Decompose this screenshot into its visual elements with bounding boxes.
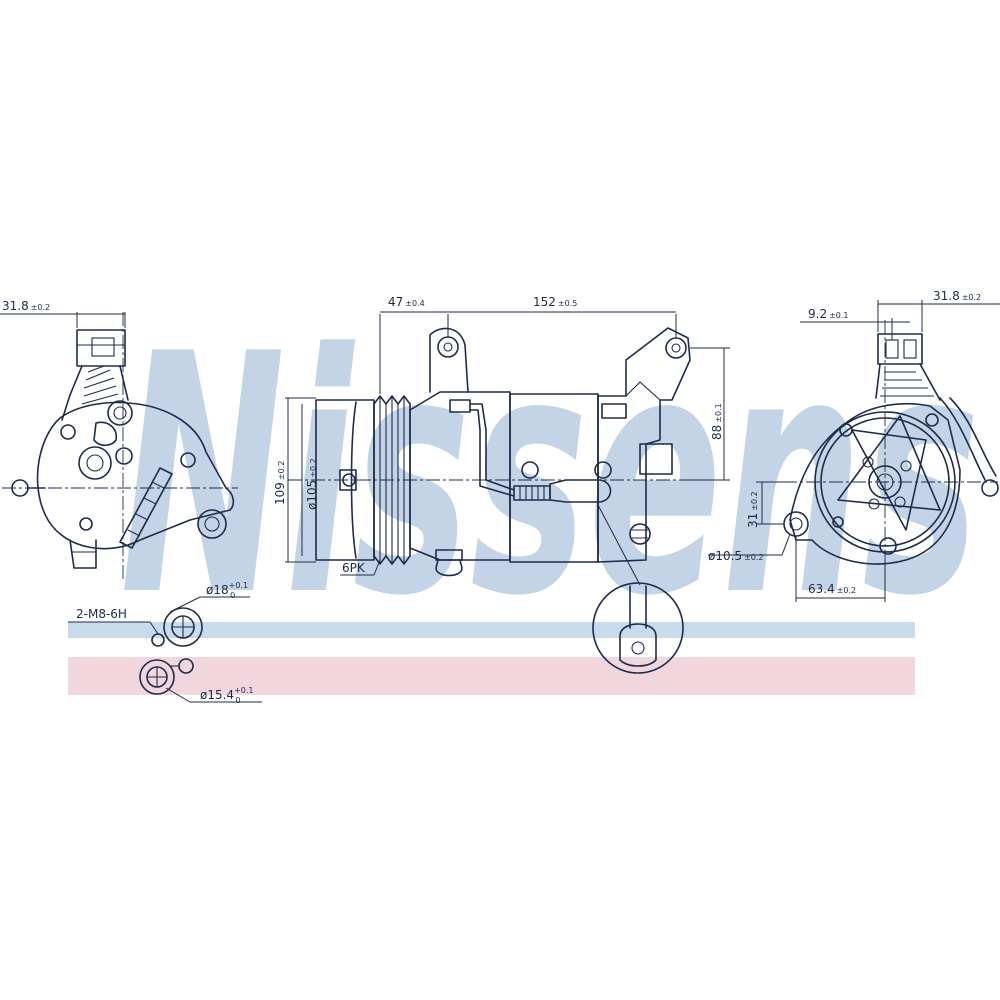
left-end-view: 31.8±0.2 xyxy=(0,299,238,580)
watermark: Nissens xyxy=(68,284,980,695)
dim-body-length: 152±0.5 xyxy=(533,295,577,309)
dim-right-port-offset: 9.2±0.1 xyxy=(808,307,849,321)
dim-pulley-inner: ø105±0.2 xyxy=(305,458,319,510)
side-view: 47±0.4 152±0.5 88±0.1 109±0.2 ø105±0.2 6… xyxy=(273,295,730,674)
dim-belt-type: 6PK xyxy=(342,561,366,575)
dim-left-top-width: 31.8±0.2 xyxy=(2,299,50,313)
dim-right-top-width: 31.8±0.2 xyxy=(933,289,981,303)
dim-mount-offset: 47±0.4 xyxy=(388,295,425,309)
dim-mount-horizontal: 63.4±0.2 xyxy=(808,582,856,596)
watermark-band-pink xyxy=(68,657,915,695)
dim-pulley-outer: 109±0.2 xyxy=(273,461,287,505)
dim-mount-vertical: 31±0.2 xyxy=(746,491,760,528)
dim-port-thread: 2-M8-6H xyxy=(76,607,127,621)
dim-mount-hole: ø10.5±0.2 xyxy=(708,549,764,563)
right-end-view: 31.8±0.2 9.2±0.1 31±0.2 ø10.5±0.2 63.4±0… xyxy=(708,289,1000,602)
dim-mount-height: 88±0.1 xyxy=(710,403,724,440)
watermark-band-blue xyxy=(68,622,915,638)
watermark-brand: Nissens xyxy=(120,284,980,668)
